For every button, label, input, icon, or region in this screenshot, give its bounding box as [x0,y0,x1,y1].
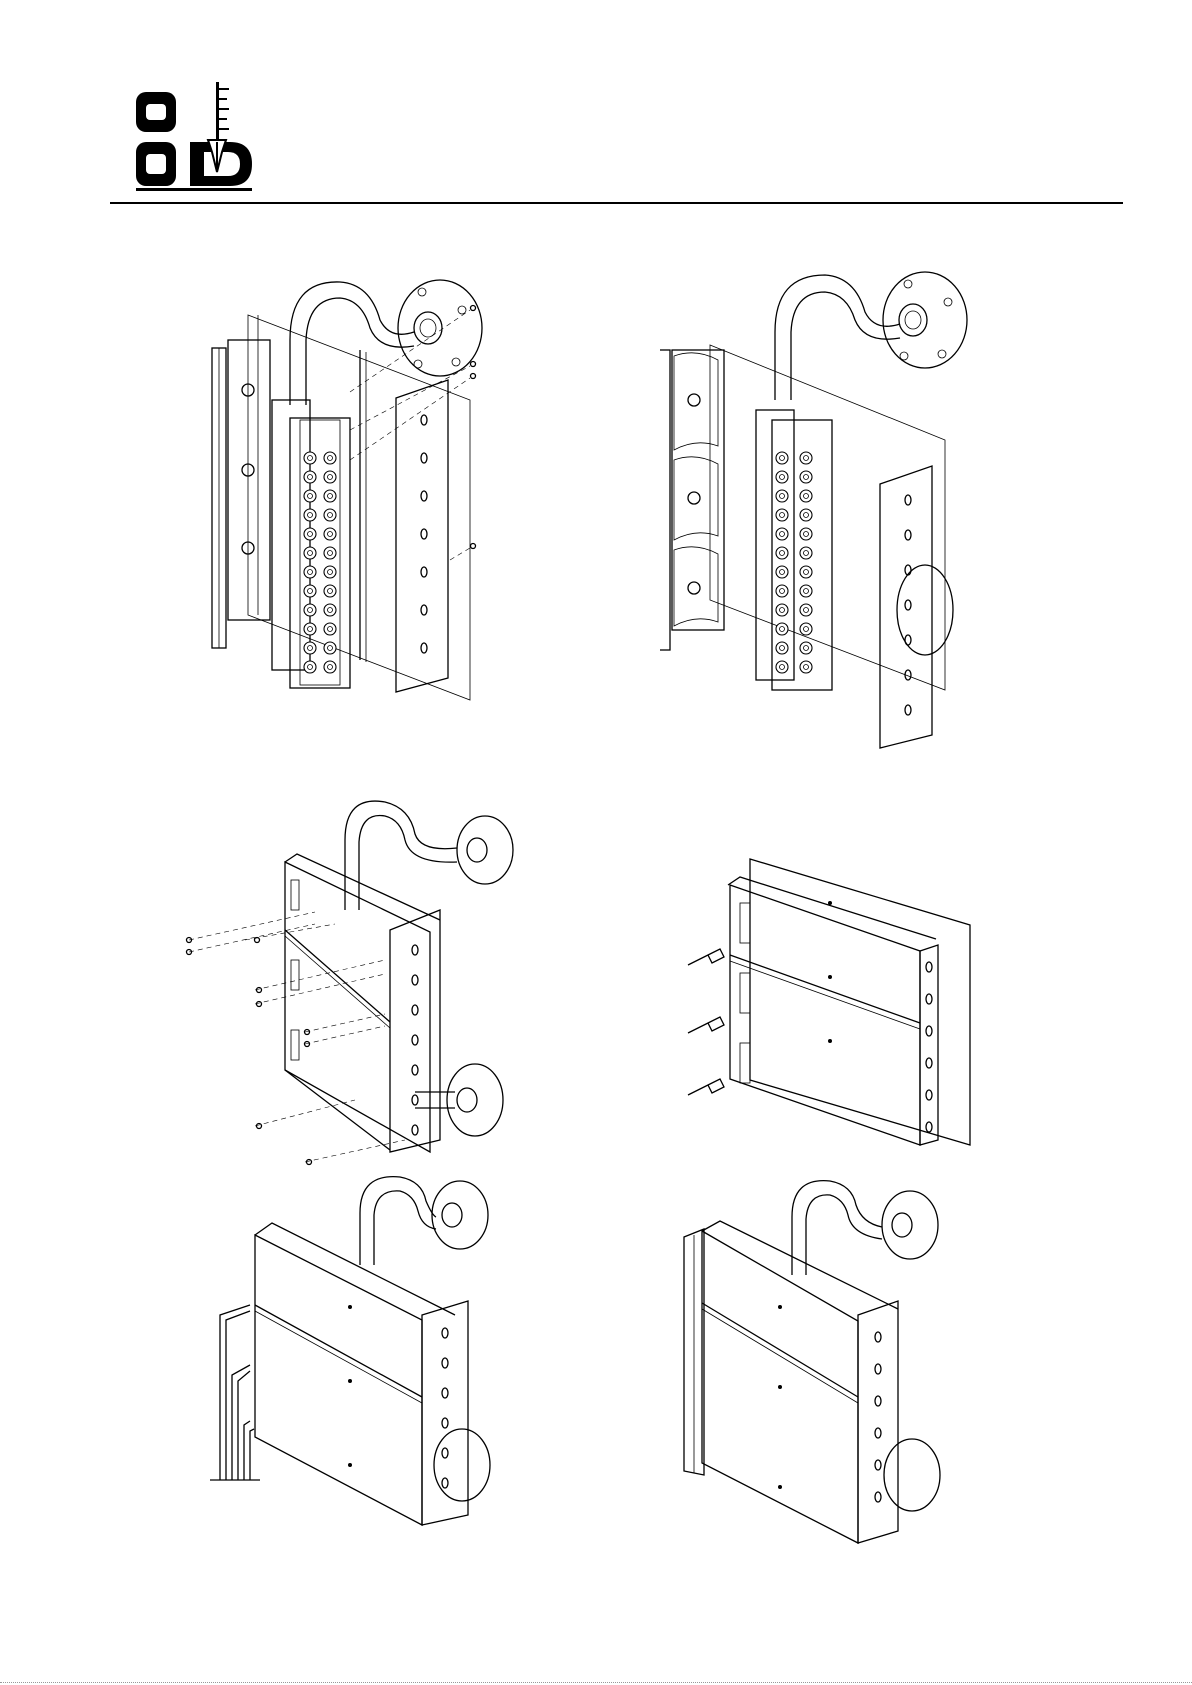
fitting-nut [800,452,812,464]
fitting-nut [324,585,336,597]
fitting-nut [324,661,336,673]
fitting-nut [324,642,336,654]
fitting-nut [304,623,316,635]
fitting-nut [776,585,788,597]
rail-hole [442,1448,448,1458]
rail-hole [412,1035,418,1045]
company-logo [130,82,258,194]
fitting-nut [324,566,336,578]
fitting-nut [800,623,812,635]
assembly-drawing-3 [185,800,525,1170]
fitting-nut [800,471,812,483]
rail-hole [875,1492,881,1502]
fitting-nut [324,509,336,521]
fitting-nut [324,623,336,635]
fitting-nut [304,585,316,597]
rail-hole [421,567,427,577]
rail-hole [412,1125,418,1135]
fitting-nut [304,566,316,578]
assembly-drawing-1 [200,270,530,720]
fitting-nut [304,604,316,616]
rail-hole [442,1418,448,1428]
fitting-nut [304,471,316,483]
fitting-nut [324,471,336,483]
rail-hole [926,1122,932,1132]
rail-hole [412,1005,418,1015]
rail-hole [412,1065,418,1075]
fitting-nut [324,490,336,502]
rail-hole [875,1428,881,1438]
rail-hole [875,1460,881,1470]
fitting-nut [776,490,788,502]
fitting-nut [776,452,788,464]
assembly-drawing-2 [660,270,990,750]
rail-hole [421,529,427,539]
fitting-nut [304,528,316,540]
fitting-nut [800,642,812,654]
fitting-nut [776,509,788,521]
rail-hole [421,605,427,615]
fitting-nut [776,528,788,540]
fitting-nut [324,528,336,540]
rail-hole [875,1364,881,1374]
fitting-nut [800,547,812,559]
fitting-nut [776,623,788,635]
rail-hole [926,1026,932,1036]
fitting-nut [800,585,812,597]
fitting-nut [304,642,316,654]
rail-hole [926,994,932,1004]
fitting-nut [776,547,788,559]
rail-hole [905,705,911,715]
fitting-nut [776,604,788,616]
fitting-nut [324,604,336,616]
rail-hole [905,600,911,610]
page-bottom-border [0,1682,1192,1683]
rail-hole [442,1388,448,1398]
fitting-nut [800,604,812,616]
rail-hole [905,530,911,540]
rail-hole [905,495,911,505]
fitting-nut [800,528,812,540]
header-rule [110,202,1123,204]
fitting-nut [304,661,316,673]
rail-hole [442,1358,448,1368]
fitting-nut [800,509,812,521]
fitting-nut [776,566,788,578]
rail-hole [442,1478,448,1488]
fitting-nut [304,509,316,521]
rail-hole [905,635,911,645]
rail-hole [412,975,418,985]
fitting-nut [776,642,788,654]
fitting-nut [304,490,316,502]
rail-hole [421,491,427,501]
fitting-nut [304,547,316,559]
assembly-drawing-5 [210,1175,510,1535]
fitting-nut [800,566,812,578]
rail-hole [421,453,427,463]
fitting-nut [776,471,788,483]
rail-hole [875,1332,881,1342]
rail-hole [412,945,418,955]
rail-hole [875,1396,881,1406]
fitting-nut [324,547,336,559]
rail-hole [421,415,427,425]
assembly-drawing-4 [680,855,980,1155]
fitting-nut [304,452,316,464]
rail-hole [926,1090,932,1100]
assembly-drawing-6 [680,1175,980,1545]
rail-hole [421,643,427,653]
fitting-nut [324,452,336,464]
fitting-nut [776,661,788,673]
fitting-nut [800,490,812,502]
rail-hole [926,1058,932,1068]
rail-hole [926,962,932,972]
rail-hole [442,1328,448,1338]
fitting-nut [800,661,812,673]
rail-hole [412,1095,418,1105]
